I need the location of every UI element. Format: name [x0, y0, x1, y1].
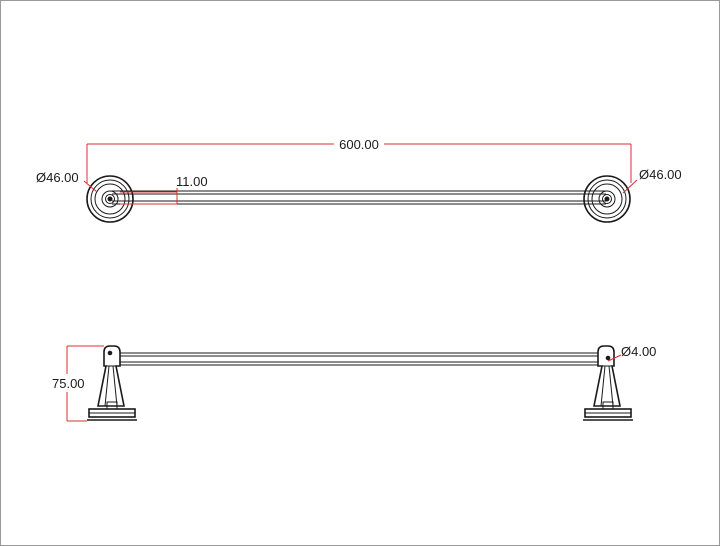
front-view-left-bracket: [87, 345, 137, 421]
top-view-right-flange: [583, 175, 631, 223]
dimension-left-flange-diameter-label: Ø46.00: [36, 170, 79, 185]
dimension-flange-offset-label: 11.00: [176, 174, 208, 189]
dimension-right-flange-diameter: Ø46.00: [622, 167, 682, 194]
front-view-rail: [120, 352, 598, 366]
dimension-overall-length: 600.00: [86, 137, 632, 183]
dimension-flange-offset: 11.00: [120, 174, 208, 205]
dimension-screw-diameter: Ø4.00: [607, 344, 656, 362]
dimension-left-flange-diameter: Ø46.00: [36, 170, 98, 193]
front-view-right-bracket: [583, 345, 633, 421]
top-view-rail: [112, 190, 606, 205]
dimension-height-label: 75.00: [52, 376, 85, 391]
top-view-left-flange: [86, 175, 134, 223]
dimension-right-flange-diameter-label: Ø46.00: [639, 167, 682, 182]
dimension-screw-diameter-label: Ø4.00: [621, 344, 656, 359]
front-view: 75.00 Ø4.00: [52, 344, 656, 422]
dimension-height: 75.00: [52, 345, 104, 422]
top-view: 600.00 Ø46.00 Ø46.00 11.00: [36, 137, 682, 223]
dimension-overall-length-label: 600.00: [339, 137, 379, 152]
